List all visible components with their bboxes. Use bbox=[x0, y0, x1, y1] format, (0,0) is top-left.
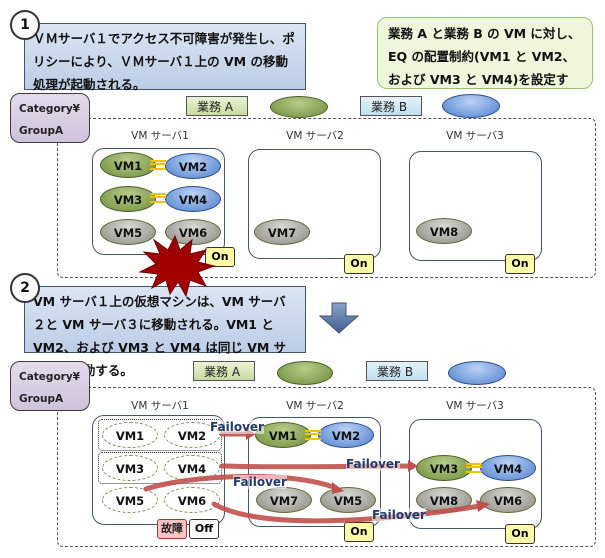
failover-label-vm1: Failover bbox=[210, 420, 264, 434]
vm6-after[interactable]: VM6 bbox=[480, 487, 536, 513]
vm2-before[interactable]: VM2 bbox=[165, 153, 221, 179]
vm5-ghost: VM5 bbox=[102, 487, 158, 513]
group-a-container-before bbox=[57, 118, 596, 278]
legend-task-b-label: 業務 B bbox=[360, 96, 422, 116]
server-1-status-before: On bbox=[205, 247, 235, 267]
step-1-badge: 1 bbox=[10, 10, 40, 40]
step-2-description: VM サーバ１上の仮想マシンは、VM サーバ２と VM サーバ３に移動される。V… bbox=[24, 286, 306, 378]
failover-label-vm6: Failover bbox=[372, 508, 426, 522]
constraint-note: 業務 A と業務 B の VM に対し、EQ の配置制約(VM1 と VM2、お… bbox=[377, 17, 593, 110]
vm4-before[interactable]: VM4 bbox=[165, 186, 221, 212]
vm2-after[interactable]: VM2 bbox=[318, 422, 374, 448]
vm1-after[interactable]: VM1 bbox=[255, 422, 311, 448]
server-1-label-after: VM サーバ1 bbox=[131, 400, 189, 412]
failover-label-vm5: Failover bbox=[233, 475, 287, 489]
category-line-1: Category¥ bbox=[19, 103, 80, 115]
group-a-container-after bbox=[57, 387, 596, 547]
legend-task-a-swatch bbox=[270, 96, 328, 118]
step-1-description: ＶＭサーバ１でアクセス不可障害が発生し、ポリシーにより、ＶＭサーバ１上の VM … bbox=[24, 23, 306, 92]
server-2-status-after: On bbox=[344, 522, 374, 542]
step-2-badge: 2 bbox=[10, 273, 40, 303]
vm3-before[interactable]: VM3 bbox=[100, 186, 156, 212]
eq-constraint-icon bbox=[305, 430, 321, 440]
server-3-label: VM サーバ3 bbox=[446, 130, 504, 142]
server-1-power-status: Off bbox=[189, 519, 219, 539]
eq-constraint-icon bbox=[466, 463, 482, 473]
server-1-label: VM サーバ1 bbox=[131, 130, 189, 142]
server-3-before[interactable] bbox=[409, 151, 542, 261]
eq-constraint-icon bbox=[150, 160, 166, 170]
category-group-label-after: Category¥ GroupA bbox=[10, 361, 90, 411]
legend-task-b-swatch-after bbox=[448, 361, 506, 385]
legend-task-a-swatch-after bbox=[277, 361, 333, 385]
vm8-before[interactable]: VM8 bbox=[416, 218, 472, 244]
vm4-after[interactable]: VM4 bbox=[480, 455, 536, 481]
down-arrow-icon bbox=[318, 302, 360, 334]
server-3-label-after: VM サーバ3 bbox=[446, 400, 504, 412]
failover-label-vm3: Failover bbox=[346, 457, 400, 471]
vm4-ghost: VM4 bbox=[164, 455, 220, 481]
category-line-2: GroupA bbox=[19, 125, 64, 137]
category-line-1: Category¥ bbox=[19, 371, 80, 383]
server-3-status-after: On bbox=[505, 524, 535, 544]
vm1-before[interactable]: VM1 bbox=[100, 152, 156, 178]
vm6-ghost: VM6 bbox=[164, 487, 220, 513]
vm6-before[interactable]: VM6 bbox=[165, 219, 221, 245]
server-2-label-after: VM サーバ2 bbox=[286, 400, 344, 412]
legend-task-a-label-after: 業務 A bbox=[193, 361, 255, 381]
category-line-2: GroupA bbox=[19, 393, 64, 405]
vm3-after[interactable]: VM3 bbox=[416, 455, 472, 481]
server-2-label: VM サーバ2 bbox=[286, 130, 344, 142]
vm7-before[interactable]: VM7 bbox=[254, 219, 310, 245]
server-1-fault-status: 故障 bbox=[157, 519, 187, 539]
legend-task-b-label-after: 業務 B bbox=[366, 361, 428, 381]
vm3-ghost: VM3 bbox=[102, 455, 158, 481]
eq-constraint-icon bbox=[150, 193, 166, 203]
vm7-after[interactable]: VM7 bbox=[256, 487, 312, 513]
legend-task-b-swatch bbox=[442, 94, 500, 118]
vm5-before[interactable]: VM5 bbox=[100, 219, 156, 245]
vm5-after[interactable]: VM5 bbox=[320, 487, 376, 513]
vm1-ghost: VM1 bbox=[102, 422, 158, 448]
server-2-status-before: On bbox=[344, 254, 374, 274]
legend-task-a-label: 業務 A bbox=[186, 96, 248, 116]
server-3-status-before: On bbox=[505, 254, 535, 274]
category-group-label: Category¥ GroupA bbox=[10, 93, 90, 143]
